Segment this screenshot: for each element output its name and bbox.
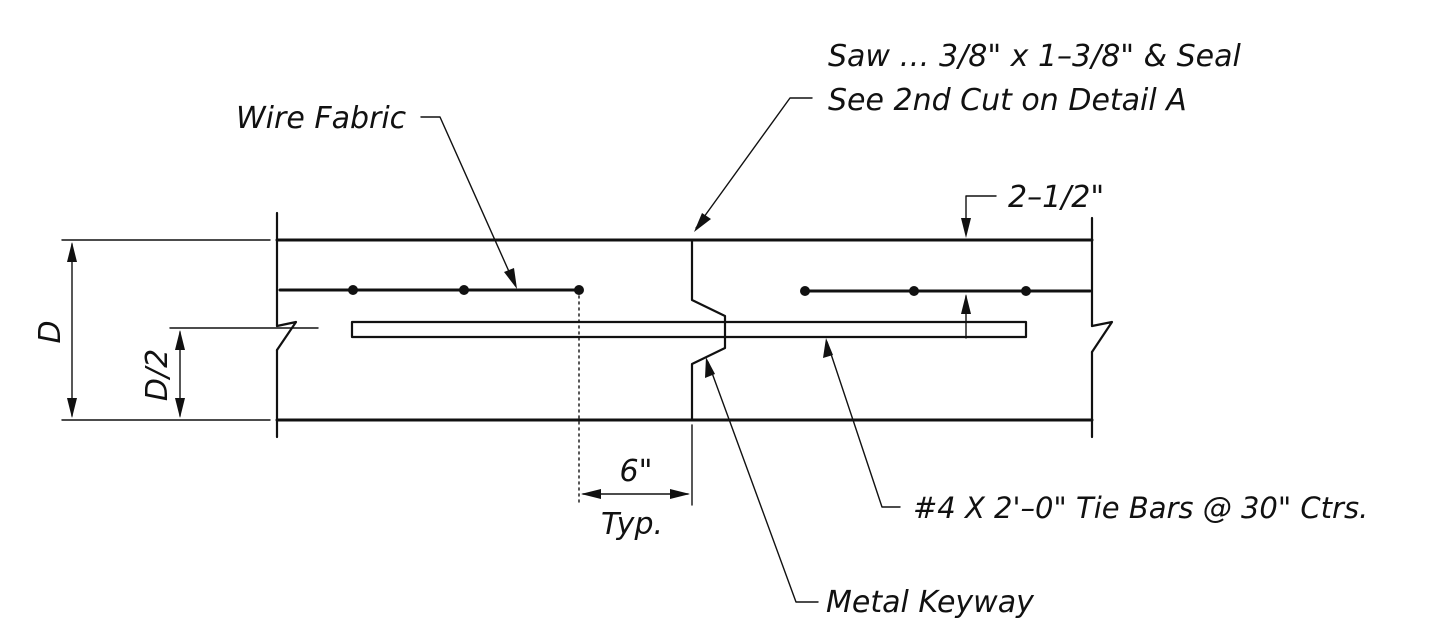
- wire-fabric: [278, 285, 1092, 296]
- spacing-arrow-left: [581, 489, 601, 499]
- keyway-label: Metal Keyway: [826, 585, 1035, 620]
- tie-bar: [350, 320, 1028, 339]
- half-depth-label: D/2: [140, 349, 175, 401]
- wire-fabric-dot: [1021, 286, 1031, 296]
- typical-label: Typ.: [601, 507, 663, 542]
- half-depth-dimension: [169, 327, 319, 418]
- spacing-arrow-right: [670, 489, 690, 499]
- depth-arrow-bottom: [67, 398, 77, 418]
- tie-bars-label: #4 X 2'–0" Tie Bars @ 30" Ctrs.: [913, 491, 1368, 525]
- see-cut-label: See 2nd Cut on Detail A: [828, 83, 1187, 118]
- saw-cut-label: Saw … 3/8" x 1–3/8" & Seal: [828, 39, 1241, 74]
- spacing-dimension: [578, 295, 693, 506]
- tie-bars-leader-arrow: [823, 338, 833, 358]
- half-depth-arrow-top: [175, 330, 185, 350]
- cover-label: 2–1/2": [1008, 180, 1104, 215]
- slab: [275, 211, 1114, 439]
- slab-left-break-symbol: [275, 320, 298, 352]
- depth-arrow-top: [67, 242, 77, 262]
- spacing-label: 6": [620, 454, 653, 489]
- wire-fabric-leader: [420, 116, 516, 286]
- depth-label: D: [33, 320, 68, 343]
- depth-dimension: [61, 239, 271, 421]
- cover-leader: [965, 195, 997, 221]
- saw-cut-leader: [695, 97, 813, 229]
- tie-bars-leader: [826, 341, 901, 508]
- keyway-leader-arrow: [705, 357, 715, 378]
- wire-fabric-dot: [909, 286, 919, 296]
- keyway-joint-line: [690, 238, 727, 422]
- wire-fabric-label: Wire Fabric: [236, 101, 407, 136]
- wire-fabric-dot: [800, 286, 810, 296]
- cover-arrow-top: [961, 218, 971, 238]
- wire-fabric-dot: [459, 285, 469, 295]
- wire-fabric-dot: [348, 285, 358, 295]
- saw-cut-leader-arrow: [694, 213, 711, 232]
- half-depth-arrow-bottom: [175, 398, 185, 418]
- cover-dimension: [961, 195, 997, 339]
- wire-fabric-leader-arrow: [504, 268, 517, 289]
- cover-arrow-bottom: [961, 294, 971, 314]
- keyway-leader: [707, 361, 819, 603]
- slab-right-break-symbol: [1090, 320, 1114, 354]
- wire-fabric-dot: [574, 285, 584, 295]
